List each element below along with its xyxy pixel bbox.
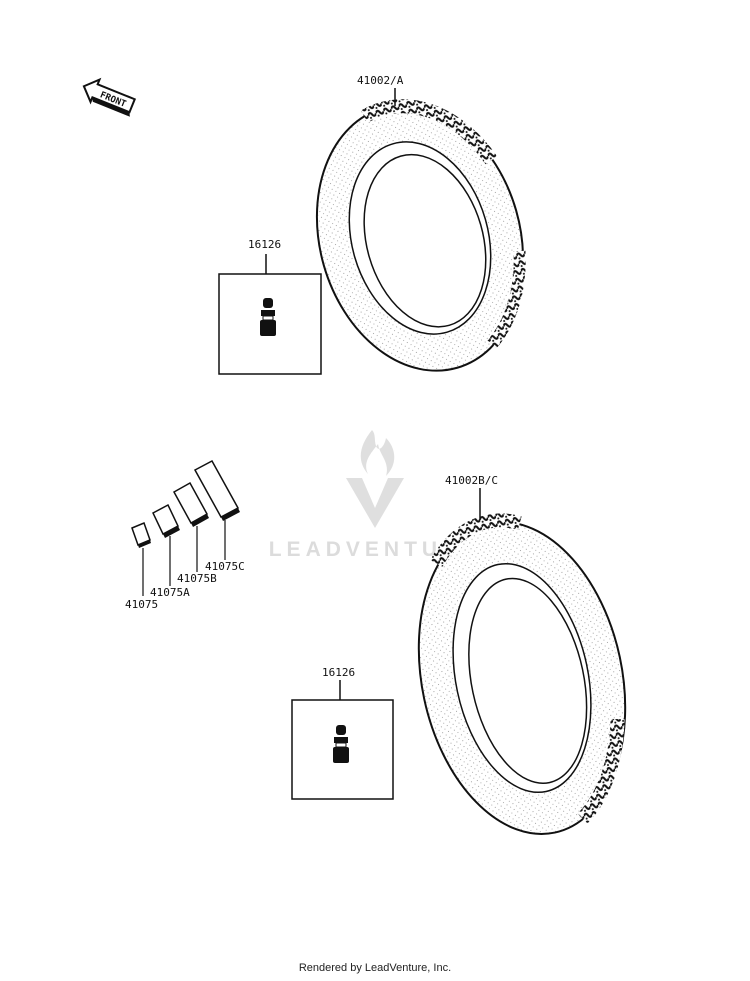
weight-label-41075a: 41075A [150,586,190,599]
weight-41075 [131,522,151,596]
watermark: LEADVENTURE [269,430,482,561]
valve-top-label: 16126 [248,238,281,251]
footer-credit: Rendered by LeadVenture, Inc. [298,962,452,974]
v-logo-icon [346,478,404,528]
tire-rear-label: 41002/A [357,74,404,87]
front-arrow-icon [82,77,137,114]
weight-41075c [193,459,240,560]
front-arrow: FRONT [82,77,137,117]
weight-41075b [172,481,209,572]
tire-rear [315,99,526,372]
tire-front-label: 41002B/C [445,474,498,487]
valve-bottom-label: 16126 [322,666,355,679]
weight-41075a [152,503,180,586]
watermark-text: LEADVENTURE [269,538,482,561]
weight-label-41075: 41075 [125,598,158,611]
weight-label-41075b: 41075B [177,572,217,585]
valve-bottom-icon [333,725,349,763]
flame-logo-icon [360,430,395,476]
valve-top-icon [260,298,276,336]
tire-front [417,513,627,835]
weight-label-41075c: 41075C [205,560,245,573]
